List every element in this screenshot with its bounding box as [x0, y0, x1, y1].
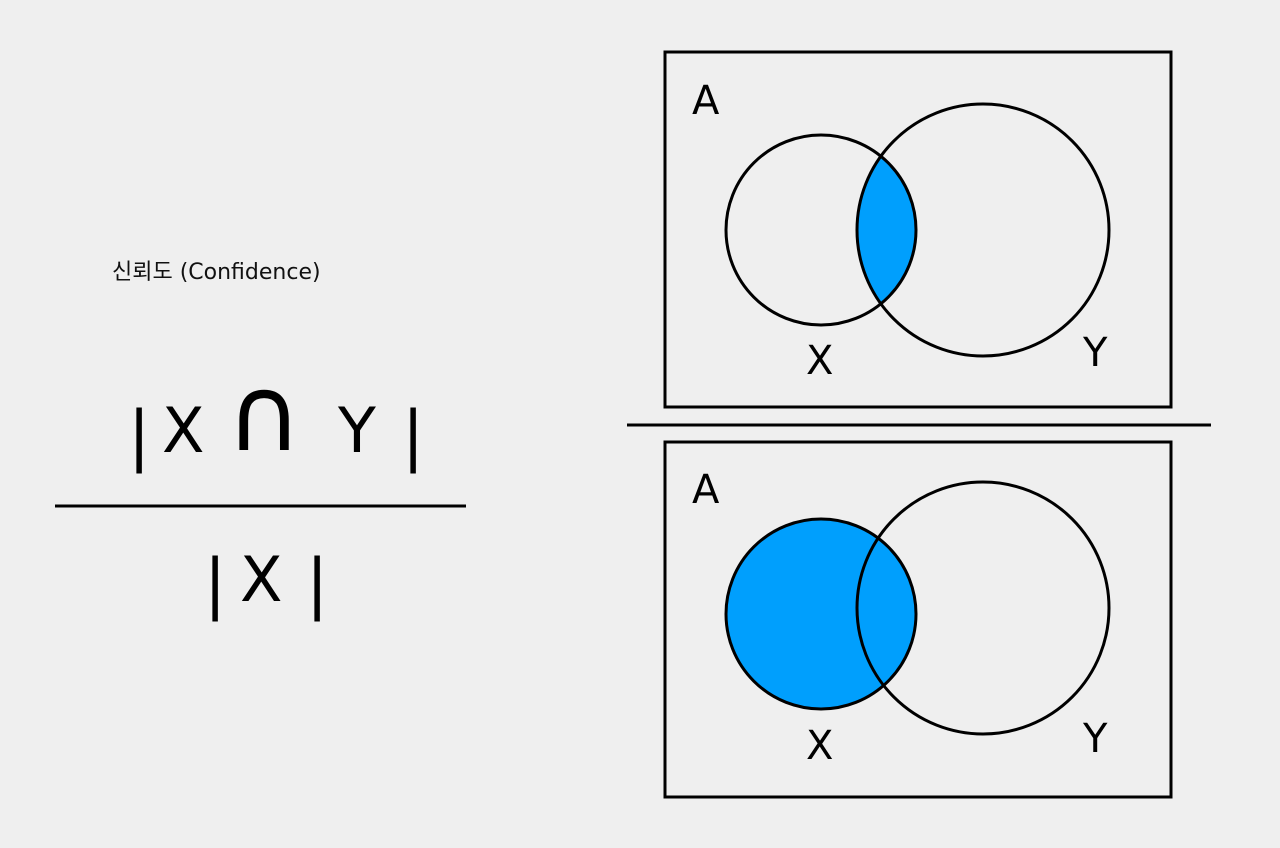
confidence-formula: | X ∩ Y | | X | [55, 353, 466, 622]
universe-label: A [692, 467, 720, 513]
circle-x-label: X [806, 338, 833, 384]
numerator-y: Y [337, 394, 376, 467]
formula-denominator: | X | [204, 543, 328, 622]
circle-y [855, 102, 1111, 358]
numerator-x: X [162, 394, 204, 467]
circle-x [724, 517, 918, 711]
circle-y [855, 480, 1111, 736]
venn-diagram-x: A X Y [663, 440, 1173, 799]
circle-x-label: X [806, 723, 833, 769]
denominator-right-bar: | [306, 545, 328, 622]
formula-numerator: | X ∩ Y | [128, 353, 424, 475]
universe-box [663, 50, 1173, 409]
numerator-right-bar: | [402, 397, 424, 474]
venn-diagram-intersection: A X Y [663, 50, 1173, 409]
circle-x [724, 133, 918, 327]
circle-y-label: Y [1082, 330, 1108, 376]
denominator-x: X [240, 543, 282, 616]
circle-y-label: Y [1082, 716, 1108, 762]
universe-label: A [692, 78, 720, 124]
intersection-symbol: ∩ [226, 353, 302, 475]
numerator-left-bar: | [128, 397, 150, 474]
confidence-title: 신뢰도 (Confidence) [112, 260, 321, 285]
universe-box [663, 440, 1173, 799]
denominator-left-bar: | [204, 545, 226, 622]
